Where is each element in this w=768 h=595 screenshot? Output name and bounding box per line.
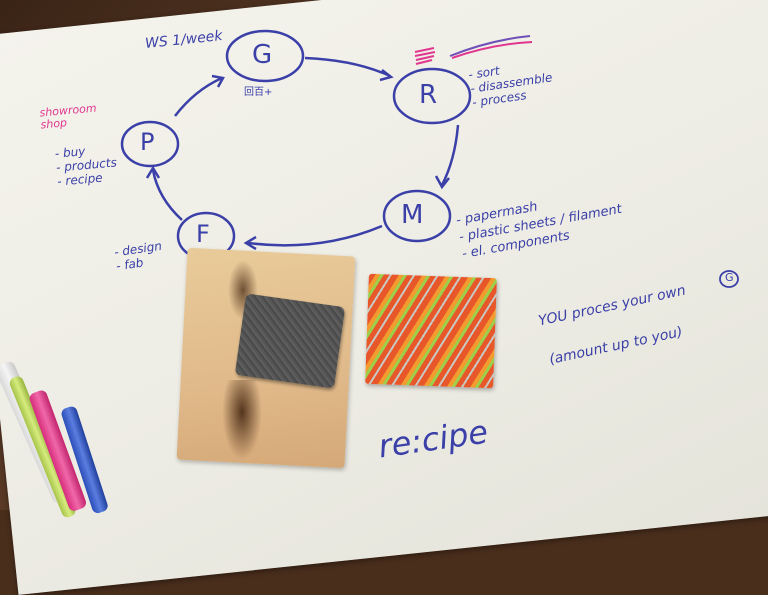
node-r-letter: R bbox=[419, 80, 438, 110]
node-g-circle bbox=[225, 29, 305, 83]
right-note-symbol: G bbox=[725, 271, 734, 284]
plastic-sample bbox=[365, 273, 497, 389]
node-m-letter: M bbox=[401, 200, 424, 230]
node-p-letter: P bbox=[140, 128, 155, 156]
cycle-diagram bbox=[120, 29, 739, 288]
pink-scribble bbox=[414, 35, 533, 65]
arrow-p-to-g bbox=[174, 76, 223, 117]
g-symbol-circle bbox=[719, 270, 739, 288]
arrow-m-to-f bbox=[247, 224, 383, 247]
node-p-circle bbox=[120, 120, 180, 168]
node-g-letter: G bbox=[252, 40, 273, 70]
arrow-r-to-m bbox=[440, 124, 460, 186]
p-list: - buy - products - recipe bbox=[54, 141, 118, 188]
node-m-circle bbox=[382, 189, 452, 243]
arrow-g-to-r bbox=[304, 56, 391, 78]
node-r-circle bbox=[392, 67, 472, 125]
felt-sample bbox=[234, 293, 346, 389]
g-caption: 回百+ bbox=[244, 87, 273, 98]
arrow-f-to-p bbox=[151, 169, 183, 221]
node-f-letter: F bbox=[196, 220, 210, 248]
burn-mark bbox=[222, 380, 262, 460]
